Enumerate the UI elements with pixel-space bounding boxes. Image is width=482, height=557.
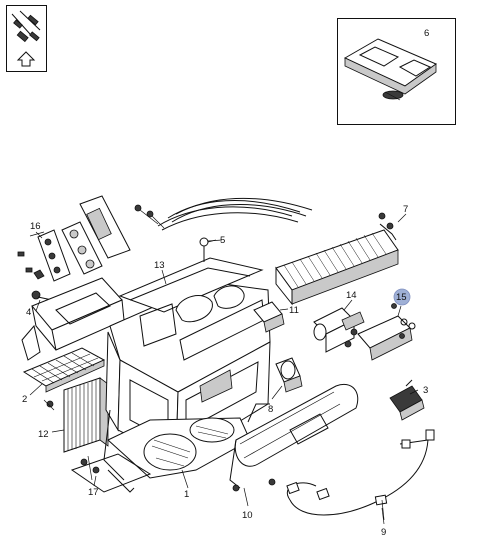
callout-17[interactable]: 17	[88, 487, 99, 498]
duct-part-10	[229, 384, 359, 492]
callout-15-highlight[interactable]	[393, 288, 411, 306]
cabin-filter-part-2	[22, 347, 106, 393]
actuator-part-8	[275, 357, 303, 393]
valve-part-14	[313, 307, 365, 353]
callout-labels: 1 2 3 4 5 7 8 9 10 11 12 13 14 15 16 17	[22, 204, 428, 538]
callout-1[interactable]: 1	[184, 489, 189, 500]
callout-13[interactable]: 13	[154, 260, 165, 271]
heater-core-part-7	[275, 212, 399, 306]
seal-gasket-drawing	[343, 38, 438, 101]
callout-5[interactable]: 5	[220, 235, 225, 246]
cable-bundle	[134, 197, 313, 231]
callout-12[interactable]: 12	[38, 429, 49, 440]
leader-lines	[29, 213, 419, 525]
wiring-harness-part-9	[286, 429, 435, 521]
callout-11[interactable]: 11	[289, 305, 299, 316]
callout-2[interactable]: 2	[22, 394, 27, 405]
nav-icon-box[interactable]	[6, 5, 47, 72]
evaporator-part-12	[43, 377, 109, 453]
callout-9[interactable]: 9	[381, 527, 386, 538]
callout-15[interactable]: 15	[396, 292, 407, 303]
inset-part-6: 6	[337, 18, 456, 125]
switch-part-3	[389, 379, 425, 421]
connector-part-11	[253, 301, 285, 333]
pipe-part-15	[357, 303, 416, 361]
callout-10[interactable]: 10	[242, 510, 253, 521]
screw-part-4	[31, 290, 53, 301]
callout-8[interactable]: 8	[268, 404, 273, 415]
control-panel-assembly	[17, 195, 131, 282]
callout-14[interactable]: 14	[346, 290, 357, 301]
bracket-part-17	[70, 453, 152, 493]
inset-part-label: 6	[424, 28, 429, 39]
callout-3[interactable]: 3	[423, 385, 428, 396]
callout-4[interactable]: 4	[26, 307, 31, 318]
callout-16[interactable]: 16	[30, 221, 41, 232]
callout-7[interactable]: 7	[403, 204, 408, 215]
parts-group-icon	[11, 10, 41, 43]
air-inlet-frame	[21, 277, 125, 361]
heater-housing-assembly	[103, 257, 271, 481]
up-arrow-icon	[16, 51, 36, 67]
bolt-part-5	[199, 237, 223, 262]
